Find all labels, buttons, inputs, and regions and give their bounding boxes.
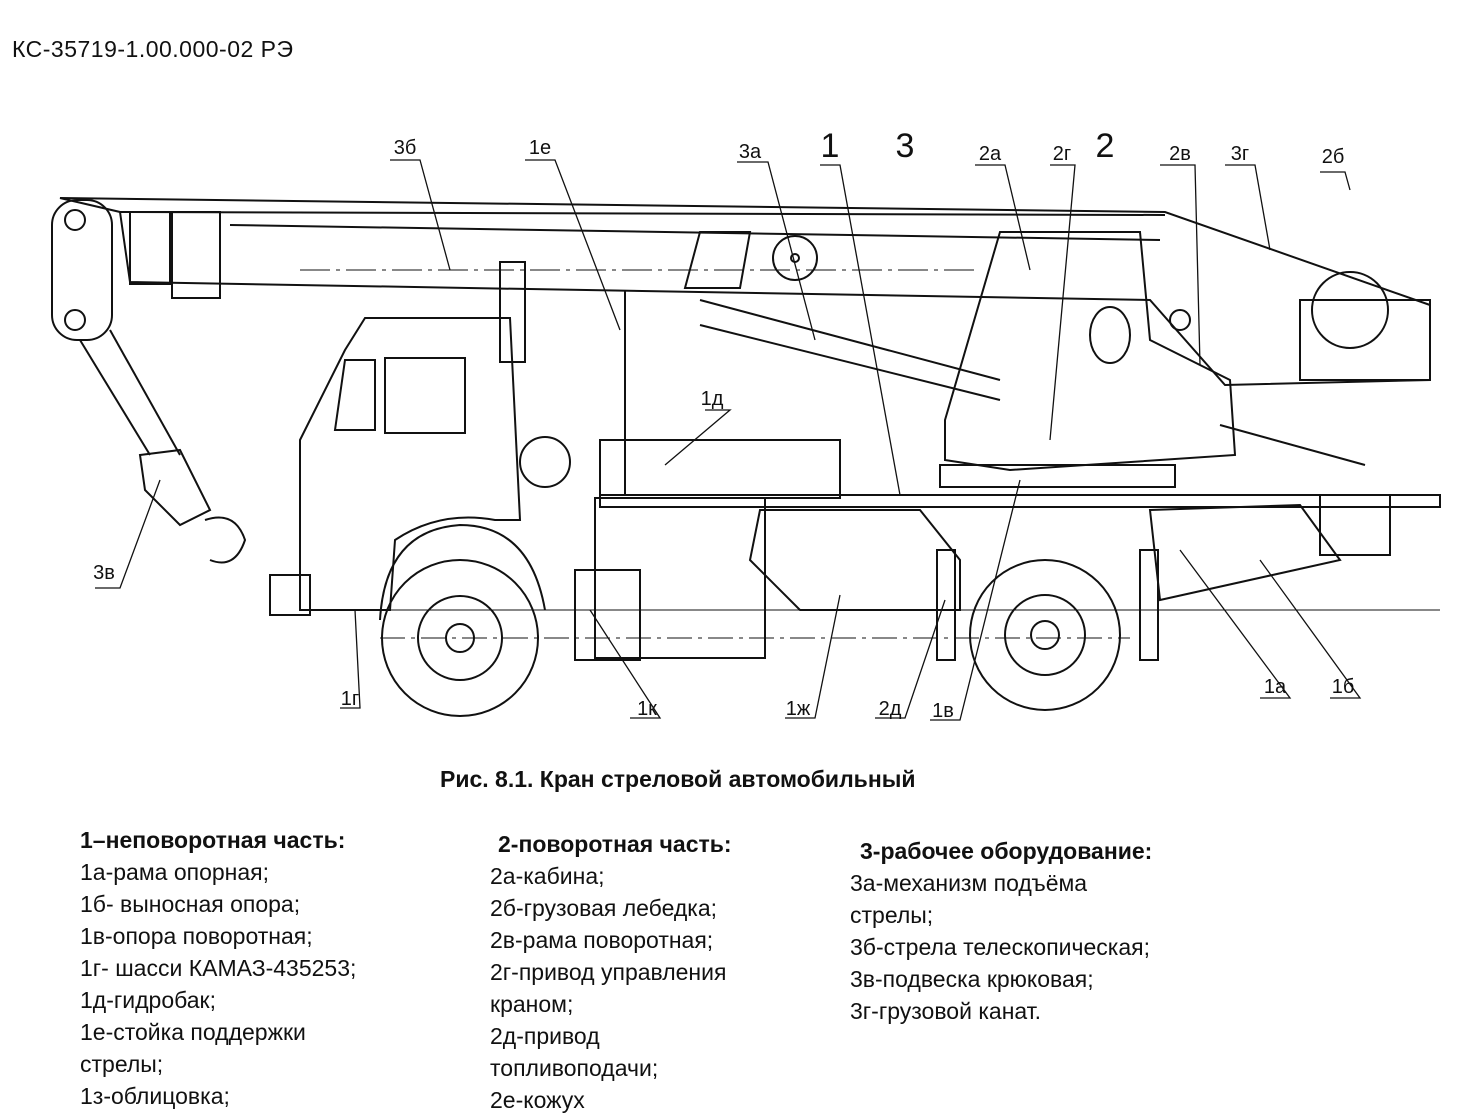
callout-1zh: 1ж xyxy=(785,698,811,720)
callout-3g: 3г xyxy=(1230,143,1250,165)
callout-3b: 3б xyxy=(393,137,417,159)
legend-item: 1д-гидробак; xyxy=(80,987,217,1013)
legend-rotating-part: 2-поворотная часть: 2а-кабина; 2б-грузов… xyxy=(490,828,732,1116)
legend-item: краном; xyxy=(490,991,574,1017)
legend-item: 3г-грузовой канат. xyxy=(850,998,1042,1024)
legend-heading: 1–неповоротная часть: xyxy=(80,827,346,853)
legend-fixed-part: 1–неповоротная часть: 1а-рама опорная; 1… xyxy=(80,824,356,1112)
outrigger-front xyxy=(936,549,956,661)
callout-3: 3 xyxy=(895,127,915,165)
callout-2b: 2б xyxy=(1321,146,1345,168)
legend-item: стрелы; xyxy=(850,902,934,928)
callout-1e: 1е xyxy=(528,137,552,159)
legend-item: стрелы; xyxy=(80,1051,164,1077)
callout-1: 1 xyxy=(820,127,840,165)
boom-head xyxy=(51,199,311,616)
telescopic-boom xyxy=(59,197,1431,387)
figure-caption: Рис. 8.1. Кран стреловой автомобильный xyxy=(440,766,916,792)
legend-item: 1г- шасси КАМАЗ-435253; xyxy=(80,955,357,981)
outrigger-rear xyxy=(1139,549,1159,661)
legend-heading: 3-рабочее оборудование: xyxy=(860,838,1153,864)
legend-item: 1б- выносная опора; xyxy=(80,891,301,917)
leader-lines xyxy=(95,159,1362,721)
legend-item: 2е-кожух xyxy=(490,1087,585,1113)
legend-item: топливоподачи; xyxy=(490,1055,659,1081)
callout-2a: 2а xyxy=(978,143,1002,165)
legend-item: 1з-облицовка; xyxy=(80,1083,230,1109)
legend-item: 3а-механизм подъёма xyxy=(850,870,1088,896)
truck-cab xyxy=(299,261,571,611)
rear-wheel xyxy=(969,559,1121,711)
callout-1d: 1д xyxy=(700,388,724,410)
crane-turret xyxy=(699,231,1366,488)
legend-item: 2д-привод xyxy=(490,1023,600,1049)
legend-working-equipment: 3-рабочее оборудование: 3а-механизм подъ… xyxy=(850,835,1152,1027)
callout-2v: 2в xyxy=(1169,143,1191,165)
callout-3v: 3в xyxy=(93,562,115,584)
legend-item: 3в-подвеска крюковая; xyxy=(850,966,1094,992)
document-number: КС-35719-1.00.000-02 РЭ xyxy=(12,36,294,62)
callout-3a: 3а xyxy=(738,141,762,163)
callout-1b: 1б xyxy=(1331,676,1355,698)
legend-item: 1в-опора поворотная; xyxy=(80,923,313,949)
legend-item: 1е-стойка поддержки xyxy=(80,1019,306,1045)
callout-2d: 2д xyxy=(878,698,902,720)
callout-1k: 1к xyxy=(637,698,657,720)
legend-heading: 2-поворотная часть: xyxy=(498,831,732,857)
legend-item: 1а-рама опорная; xyxy=(80,859,269,885)
front-wheel xyxy=(379,523,546,717)
callout-1g: 1г xyxy=(340,688,360,710)
callout-2g: 2г xyxy=(1052,143,1072,165)
legend-item: 2г-привод управления xyxy=(490,959,727,985)
callout-1a: 1а xyxy=(1263,676,1287,698)
legend-item: 3б-стрела телескопическая; xyxy=(850,934,1150,960)
crane-drawing xyxy=(51,159,1441,721)
legend-item: 2а-кабина; xyxy=(490,863,605,889)
callout-1v: 1в xyxy=(932,700,954,722)
callout-2: 2 xyxy=(1095,127,1115,165)
legend-item: 2б-грузовая лебедка; xyxy=(490,895,718,921)
legend-item: 2в-рама поворотная; xyxy=(490,927,714,953)
